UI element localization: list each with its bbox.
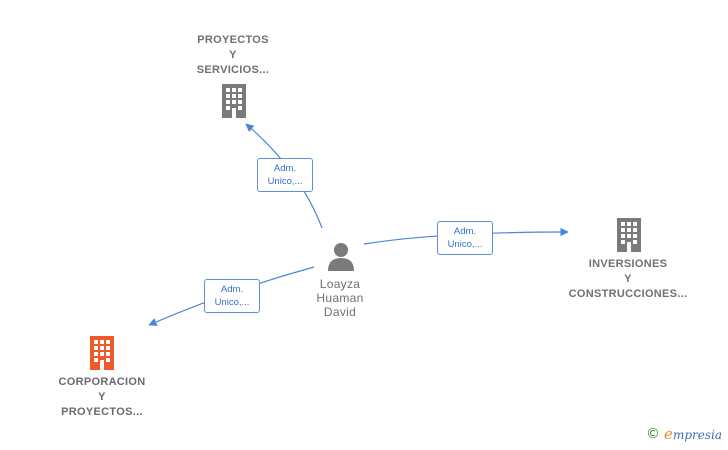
edge-label-bottom-left-line-2: Unico,... <box>214 297 250 308</box>
edge-label-top-line-2: Unico,... <box>267 176 303 187</box>
company-bottom-left-label-line-1: CORPORACION <box>58 376 146 388</box>
company-bottom-left-label-line-2: Y <box>98 391 106 403</box>
company-right-label[interactable]: INVERSIONES Y CONSTRUCCIONES... <box>558 257 698 302</box>
person-label-line-3: David <box>323 305 357 319</box>
company-top-label-line-3: SERVICIOS... <box>196 64 270 76</box>
edge-label-top[interactable]: Adm. Unico,... <box>257 158 313 192</box>
company-top-label-line-1: PROYECTOS <box>197 34 269 46</box>
footer-brand: © empresia <box>646 425 722 443</box>
brand-initial: e <box>664 425 673 443</box>
company-right-label-line-3: CONSTRUCCIONES... <box>568 288 688 300</box>
brand-name: mpresia <box>672 428 722 442</box>
edge-label-right-line-1: Adm. <box>453 226 477 237</box>
company-bottom-left-label-line-3: PROYECTOS... <box>61 406 143 418</box>
person-icon[interactable] <box>326 241 356 271</box>
company-top-label-line-2: Y <box>229 49 237 61</box>
person-label-line-1: Loayza <box>319 277 361 291</box>
building-icon[interactable] <box>614 216 644 252</box>
company-right-label-line-2: Y <box>624 273 632 285</box>
company-bottom-left-label[interactable]: CORPORACION Y PROYECTOS... <box>40 375 164 420</box>
company-right-label-line-1: INVERSIONES <box>588 258 668 270</box>
building-icon[interactable] <box>87 334 117 370</box>
building-icon[interactable] <box>219 82 249 118</box>
edge-label-top-line-1: Adm. <box>273 163 297 174</box>
person-label-line-2: Huaman <box>316 291 364 305</box>
edge-label-bottom-left[interactable]: Adm. Unico,... <box>204 279 260 313</box>
edge-label-right-line-2: Unico,... <box>447 239 483 250</box>
company-top-label[interactable]: PROYECTOS Y SERVICIOS... <box>183 33 283 78</box>
brand-logo[interactable]: empresia <box>664 425 722 443</box>
edge-label-bottom-left-line-1: Adm. <box>220 284 244 295</box>
copyright-icon: © <box>646 426 661 442</box>
edge-label-right[interactable]: Adm. Unico,... <box>437 221 493 255</box>
person-label[interactable]: Loayza Huaman David <box>298 277 382 319</box>
